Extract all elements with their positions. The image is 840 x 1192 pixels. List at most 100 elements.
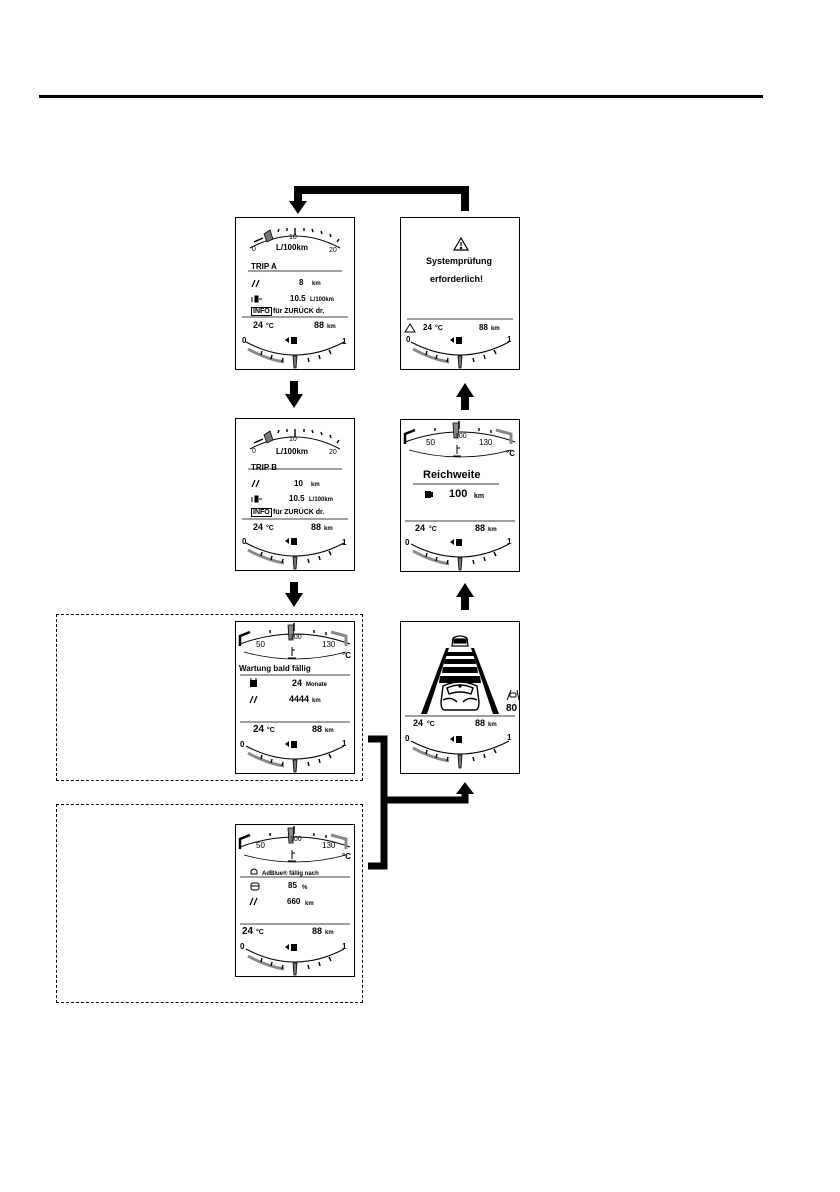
adblue-fuel-max: 1 [342, 942, 347, 951]
lane-temp-unit: °C [427, 721, 435, 728]
trip-b-range-unit: km [324, 526, 333, 532]
service-range-unit: km [325, 728, 334, 734]
trip-b-title: TRIP B [251, 463, 278, 472]
trip-b-info-key: INFO [251, 508, 272, 517]
trip-a-distance-unit: km [312, 281, 321, 287]
range-fuel-max: 1 [507, 537, 512, 546]
lane-speed: 80 [506, 703, 518, 714]
range-graphics [403, 421, 516, 571]
system-check-range: 88 [479, 323, 488, 332]
screen-trip-a: 0 10 20 L/100km TRIP A 8 km 10.5 L/100km… [235, 217, 355, 370]
service-gauge-130: 130 [322, 640, 336, 649]
coolant-temp-icon [288, 850, 296, 862]
warning-icon [452, 236, 470, 251]
trip-b-graphics [242, 429, 348, 570]
bracket-arrowhead [456, 782, 474, 794]
adblue-km-value: 660 [287, 897, 301, 906]
trip-a-fuel-min: 0 [242, 336, 247, 345]
service-km-unit: km [312, 698, 321, 704]
lane-range: 88 [475, 718, 486, 728]
trip-b-scale-max: 20 [329, 449, 337, 456]
fuel-pump-icon [450, 337, 462, 344]
screen-service-due: 50 100 130 °C Wartung bald fällig 24 Mon… [235, 621, 355, 774]
adblue-gauge-130: 130 [322, 841, 336, 850]
trip-a-range: 88 [314, 320, 325, 330]
road-distance-icon [249, 897, 258, 906]
service-gauge-50: 50 [256, 640, 265, 649]
trip-a-range-unit: km [327, 324, 336, 330]
trip-b-unit: L/100km [276, 447, 309, 456]
road-distance-icon [251, 479, 260, 488]
screen-range: 50 100 130 °C Reichweite 100 km 24 °C 88… [400, 419, 520, 572]
down-arrow-1 [285, 381, 303, 408]
trip-b-scale-mid: 10 [289, 436, 297, 443]
bracket-line [368, 735, 388, 870]
trip-b-scale-min: 0 [252, 448, 256, 455]
service-months-value: 24 [292, 678, 303, 688]
service-fuel-min: 0 [240, 740, 245, 749]
trip-a-info-key: INFO [251, 307, 272, 316]
screen-system-check: Systemprüfung erforderlich! 24 °C 88 km … [400, 217, 520, 370]
range-range-unit: km [488, 527, 497, 533]
consumption-icon [251, 495, 262, 503]
fuel-pump-icon [450, 539, 462, 546]
screen-trip-b: 0 10 20 L/100km TRIP B 10 km 10.5 L/100k… [235, 418, 355, 571]
system-check-fuel-min: 0 [406, 335, 411, 344]
trip-b-consumption-unit: L/100km [309, 497, 334, 503]
system-check-graphics [404, 236, 513, 369]
fuel-pump-icon [285, 337, 297, 344]
range-range: 88 [475, 523, 486, 533]
adblue-range: 88 [312, 926, 323, 936]
coolant-temp-icon [288, 647, 296, 659]
trip-b-range: 88 [311, 522, 322, 532]
up-arrow-2 [456, 583, 474, 610]
trip-b-distance-unit: km [311, 482, 320, 488]
up-arrow-1 [456, 383, 474, 410]
lane-range-unit: km [488, 722, 497, 728]
trip-a-scale-mid: 10 [289, 234, 297, 241]
adblue-graphics [238, 826, 351, 976]
adblue-percent-unit: % [302, 885, 308, 891]
service-months-unit: Monate [306, 682, 327, 688]
lane-assist-icon [506, 689, 519, 701]
screen-adblue: 50 100 130 °C AdBlue® fällig nach 85 % 6… [235, 824, 355, 977]
lane-temperature: 24 [413, 718, 424, 728]
trip-b-fuel-max: 1 [342, 538, 347, 547]
service-temp-unit: °C [267, 727, 275, 734]
trip-a-fuel-max: 1 [342, 337, 347, 346]
range-gauge-100: 100 [455, 433, 467, 440]
trip-b-consumption-value: 10.5 [289, 494, 305, 503]
optional-group-adblue [56, 804, 363, 1003]
trip-b-distance-value: 10 [294, 479, 303, 488]
lead-car-icon [451, 635, 469, 647]
return-loop-arrowhead [289, 201, 307, 214]
range-temp-unit: °C [429, 526, 437, 533]
lane-fuel-min: 0 [405, 734, 410, 743]
range-title: Reichweite [423, 469, 481, 481]
trip-a-distance-value: 8 [299, 278, 304, 287]
lane-fuel-max: 1 [507, 733, 512, 742]
range-gauge-130: 130 [479, 438, 493, 447]
adblue-fuel-min: 0 [240, 942, 245, 951]
trip-a-graphics [242, 228, 348, 369]
system-check-line1: Systemprüfung [426, 256, 493, 266]
system-check-range-unit: km [491, 326, 500, 332]
system-check-fuel-max: 1 [507, 335, 512, 344]
service-gauge-unit: °C [342, 651, 351, 660]
service-km-value: 4444 [289, 694, 310, 704]
range-fuel-min: 0 [405, 538, 410, 547]
range-value-unit: km [474, 493, 485, 500]
adblue-km-unit: km [305, 901, 314, 907]
own-car-icon [440, 681, 480, 711]
adblue-tank-icon [250, 882, 260, 891]
screen-lane-assist: 80 24 °C 88 km 0 1 [400, 621, 520, 774]
trip-a-scale-max: 20 [329, 247, 337, 254]
adblue-gauge-50: 50 [256, 841, 265, 850]
trip-b-temperature: 24 [253, 522, 264, 532]
calendar-icon [250, 678, 257, 687]
fuel-pump-icon [450, 736, 462, 743]
trip-a-consumption-value: 10.5 [290, 294, 306, 303]
adblue-range-unit: km [325, 930, 334, 936]
range-value: 100 [449, 488, 468, 500]
